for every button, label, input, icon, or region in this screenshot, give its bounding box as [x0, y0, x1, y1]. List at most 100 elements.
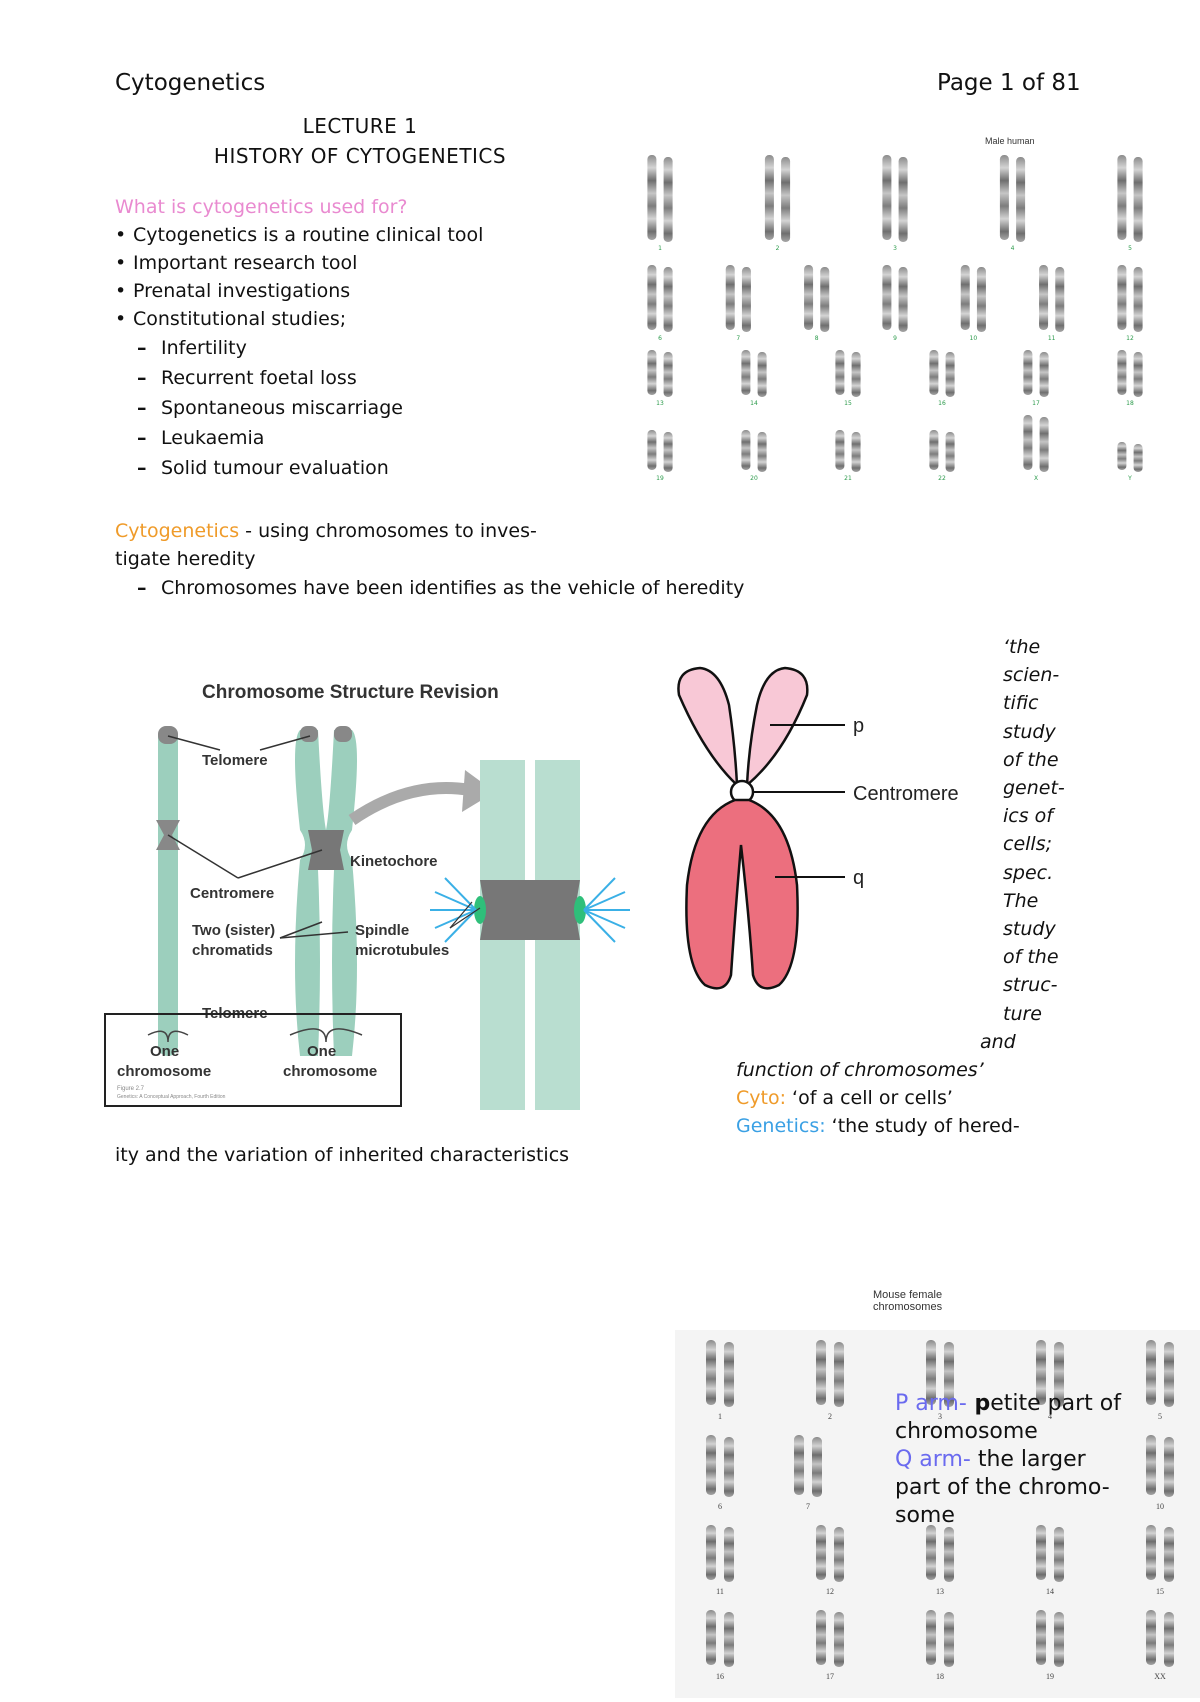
p-arm-bold: p: [966, 1391, 991, 1416]
telomere-cap: [300, 726, 318, 742]
karyotype-label: chromosomes: [873, 1301, 943, 1313]
list-item: Recurrent foetal loss: [115, 363, 635, 393]
chromosome-pair: 14: [1036, 1525, 1064, 1596]
q-arm: [685, 798, 799, 990]
chromosome-number: 6: [718, 1502, 722, 1511]
chromosome-number: 1: [718, 1412, 722, 1421]
chromosome-number: 3: [893, 245, 897, 252]
p-arm-left: [677, 666, 739, 789]
label-kinetochore: Kinetochore: [350, 853, 438, 870]
chromosome-pair: 10: [960, 265, 986, 342]
chromosome-pair: 16: [929, 350, 955, 407]
quote-line: tific: [1003, 692, 1039, 715]
chromosome-number: 2: [828, 1412, 832, 1421]
figure-title: Chromosome Structure Revision: [202, 682, 499, 703]
chromosome-pair: 1: [706, 1340, 734, 1421]
definition-text: - using chromosomes to inves-: [239, 520, 537, 542]
chromosome-number: 22: [938, 475, 946, 482]
label-chromosome: chromosome: [283, 1063, 377, 1080]
chromosome-number: 18: [936, 1672, 944, 1681]
chromosome-pair: 2: [764, 155, 791, 252]
quote-line: scien-: [1003, 664, 1060, 687]
quote-line: ics of: [1003, 805, 1053, 828]
definition-term: Cytogenetics: [115, 520, 240, 542]
list-item: Infertility: [115, 333, 635, 363]
chromosome-pair: 5: [1117, 155, 1143, 252]
chromosome-number: 11: [1048, 335, 1056, 342]
chromosome-number: 3: [938, 1412, 942, 1421]
list-item: Spontaneous miscarriage: [115, 393, 635, 423]
quote-line: spec.: [1003, 861, 1054, 884]
list-item: Solid tumour evaluation: [115, 453, 635, 483]
chromosome-pair: 4: [999, 155, 1026, 252]
cyto-definition: Cyto: ‘of a cell or cells’: [736, 1084, 953, 1112]
chromosome-pair: 11: [1039, 265, 1065, 342]
single-chromosome: [158, 726, 178, 1056]
list-item: Leukaemia: [115, 423, 635, 453]
label-centromere: Centromere: [853, 783, 959, 805]
q-arm-text: the larger: [970, 1447, 1086, 1472]
p-arm-term: P arm-: [895, 1391, 967, 1416]
chromosome-pair: 13: [926, 1525, 954, 1596]
cyto-text: ‘of a cell or cells’: [786, 1087, 953, 1109]
chromosome-number: Y: [1127, 475, 1132, 482]
label-chromosome: chromosome: [117, 1063, 211, 1080]
label-sister-chromatids: Two (sister): [192, 922, 275, 939]
chromosome-pair: 8: [804, 265, 830, 342]
definition-line: Cytogenetics - using chromosomes to inve…: [115, 517, 975, 545]
karyotype-label: Male human: [985, 136, 1035, 146]
chromosome-number: 10: [970, 335, 978, 342]
chromosome-number: 16: [938, 400, 946, 407]
quote-line: study: [1003, 720, 1056, 743]
chromosome-pair: 14: [741, 350, 767, 407]
chromosome-pair: 15: [835, 350, 861, 407]
chromosome-number: 7: [806, 1502, 810, 1511]
chromosome-pair: XX: [1146, 1610, 1174, 1681]
q-arm-term: Q arm-: [895, 1447, 971, 1472]
list-item: Prenatal investigations: [115, 277, 635, 305]
lecture-title: HISTORY OF CYTOGENETICS: [213, 144, 507, 168]
chromosome-number: 17: [1032, 400, 1040, 407]
figure-caption: Figure 2.7: [117, 1086, 145, 1092]
document-title: Cytogenetics: [115, 70, 266, 96]
genetics-term: Genetics:: [736, 1115, 826, 1137]
chromosome-pair: 11: [706, 1525, 734, 1596]
chromosome-number: 15: [1156, 1587, 1164, 1596]
p-arm-text: etite part of: [990, 1391, 1121, 1416]
chromosome-pair: 19: [1036, 1610, 1064, 1681]
label-microtubules: microtubules: [355, 942, 449, 959]
p-arm-text-2: chromosome: [895, 1419, 1038, 1444]
chromosome-number: 8: [815, 335, 819, 342]
chromosome-pair: 13: [647, 350, 673, 407]
chromosome-pair: 6: [706, 1435, 734, 1511]
uses-list: Cytogenetics is a routine clinical tool …: [115, 221, 635, 333]
chromosome-pair: 12: [816, 1525, 844, 1596]
chromosome-pair: 7: [725, 265, 751, 342]
genetics-definition: Genetics: ‘the study of hered-: [736, 1112, 1020, 1140]
chromosome-number: 2: [776, 245, 780, 252]
genetics-continuation: ity and the variation of inherited chara…: [115, 1144, 570, 1166]
chromosome-number: 12: [826, 1587, 834, 1596]
chromosome-pair: Y: [1117, 442, 1143, 482]
chromosome-pair: 3: [926, 1340, 954, 1421]
chromosome-number: 21: [844, 475, 852, 482]
q-arm-text-3: some: [895, 1503, 955, 1528]
chromosome-number: 12: [1126, 335, 1134, 342]
label-telomere: Telomere: [202, 752, 268, 769]
quote-line: cells;: [1003, 833, 1052, 856]
chromosome-number: 10: [1156, 1502, 1164, 1511]
q-arm-text-2: part of the chromo-: [895, 1475, 1110, 1500]
centromere: [308, 830, 344, 870]
list-item: Chromosomes have been identifies as the …: [115, 573, 975, 603]
chromosome-number: 14: [750, 400, 758, 407]
chromosome-number: 1: [658, 245, 662, 252]
chromosome-pair: 5: [1146, 1340, 1174, 1421]
quote-line: ‘the: [1003, 636, 1041, 658]
chromosome-number: 14: [1046, 1587, 1054, 1596]
chromosome-number: 18: [1126, 400, 1134, 407]
q-arm-definition: Q arm- the larger: [895, 1446, 1175, 1474]
chromosome-arms-figure: p Centromere q: [665, 665, 985, 1015]
definition-sublist: Chromosomes have been identifies as the …: [115, 573, 975, 603]
quote-line: study: [1003, 918, 1056, 941]
label-one: One: [150, 1043, 179, 1060]
